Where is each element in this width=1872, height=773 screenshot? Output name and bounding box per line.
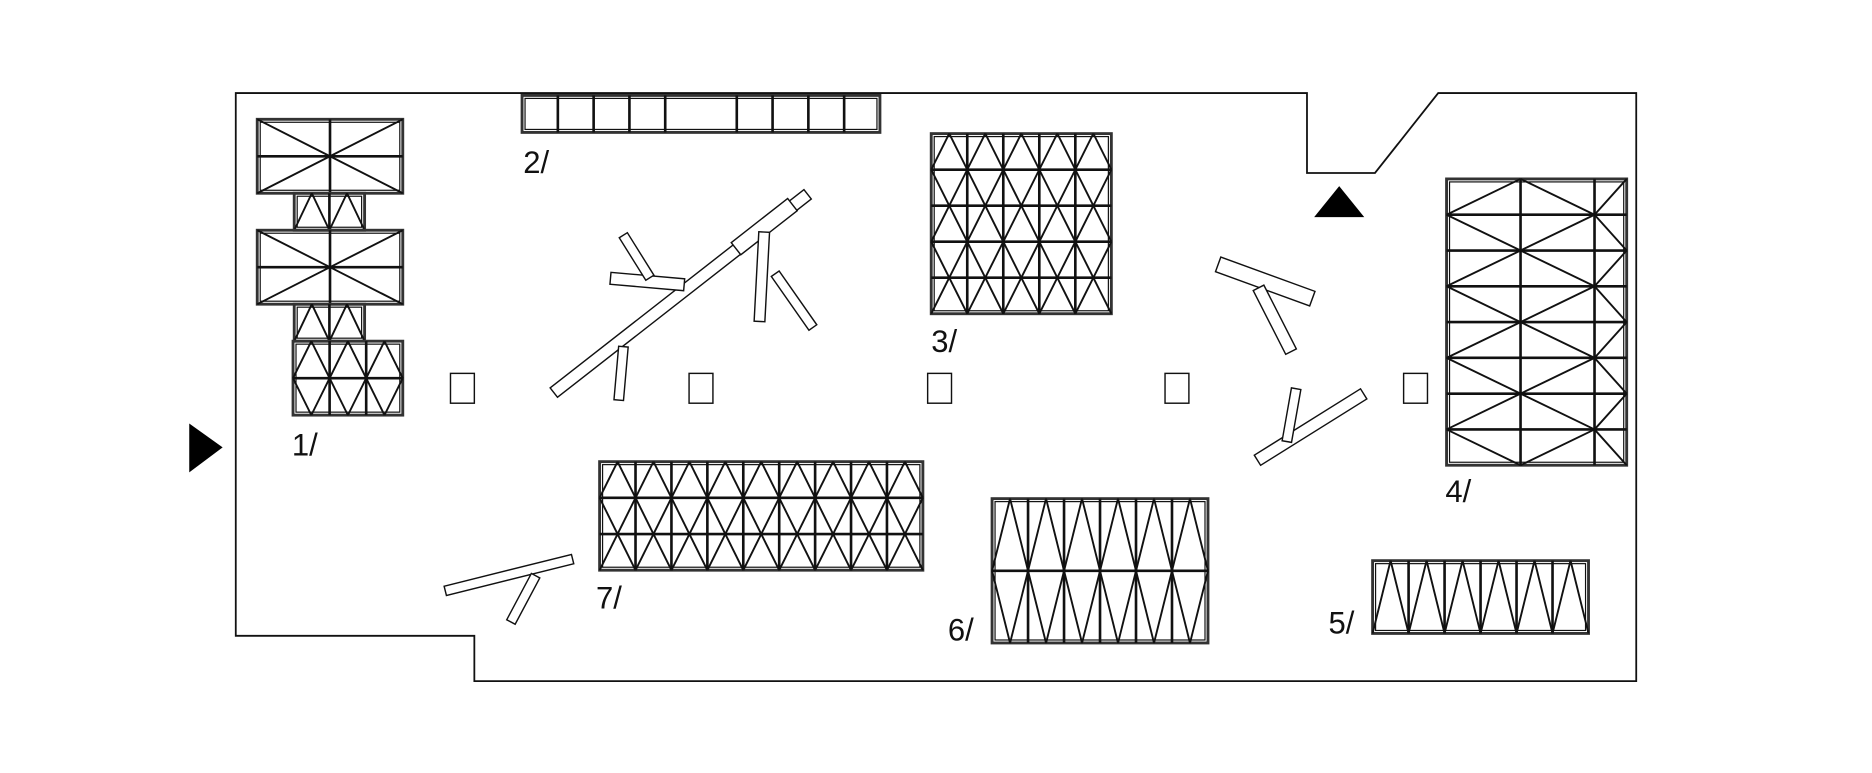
display-frame-1a bbox=[255, 117, 405, 195]
zone-label-7: 7/ bbox=[596, 580, 622, 615]
column-2 bbox=[688, 372, 714, 404]
zone-label-5: 5/ bbox=[1328, 605, 1354, 640]
column-3 bbox=[926, 372, 953, 404]
display-frame-2 bbox=[520, 94, 882, 134]
entrance-triangle-right-icon bbox=[189, 423, 223, 473]
bench-5 bbox=[753, 231, 771, 323]
bench-12 bbox=[443, 553, 575, 597]
zone-label-4: 4/ bbox=[1445, 474, 1471, 509]
display-frame-1d bbox=[292, 302, 367, 343]
column-5 bbox=[1402, 372, 1429, 404]
bench-7 bbox=[613, 345, 629, 402]
display-frame-1e bbox=[291, 339, 405, 417]
outer-wall bbox=[234, 92, 1638, 683]
zone-label-6: 6/ bbox=[948, 613, 974, 648]
column-1 bbox=[449, 372, 476, 404]
bench-10 bbox=[1253, 387, 1368, 467]
zone-label-1: 1/ bbox=[292, 428, 318, 463]
display-frame-1b bbox=[292, 191, 367, 232]
zone-label-2: 2/ bbox=[523, 145, 549, 180]
bench-13 bbox=[505, 572, 541, 626]
bench-11 bbox=[1281, 387, 1302, 444]
exit-triangle-up-icon bbox=[1314, 186, 1365, 218]
zone-label-3: 3/ bbox=[931, 324, 957, 359]
display-frame-7 bbox=[598, 460, 925, 572]
bench-6 bbox=[770, 270, 818, 332]
display-frame-6 bbox=[990, 497, 1210, 645]
column-4 bbox=[1164, 372, 1190, 404]
display-frame-4 bbox=[1445, 177, 1629, 467]
display-frame-5 bbox=[1371, 559, 1590, 635]
display-frame-1c bbox=[255, 228, 405, 306]
bench-4 bbox=[618, 231, 655, 282]
display-frame-3 bbox=[929, 132, 1113, 316]
bench-9 bbox=[1252, 284, 1298, 356]
